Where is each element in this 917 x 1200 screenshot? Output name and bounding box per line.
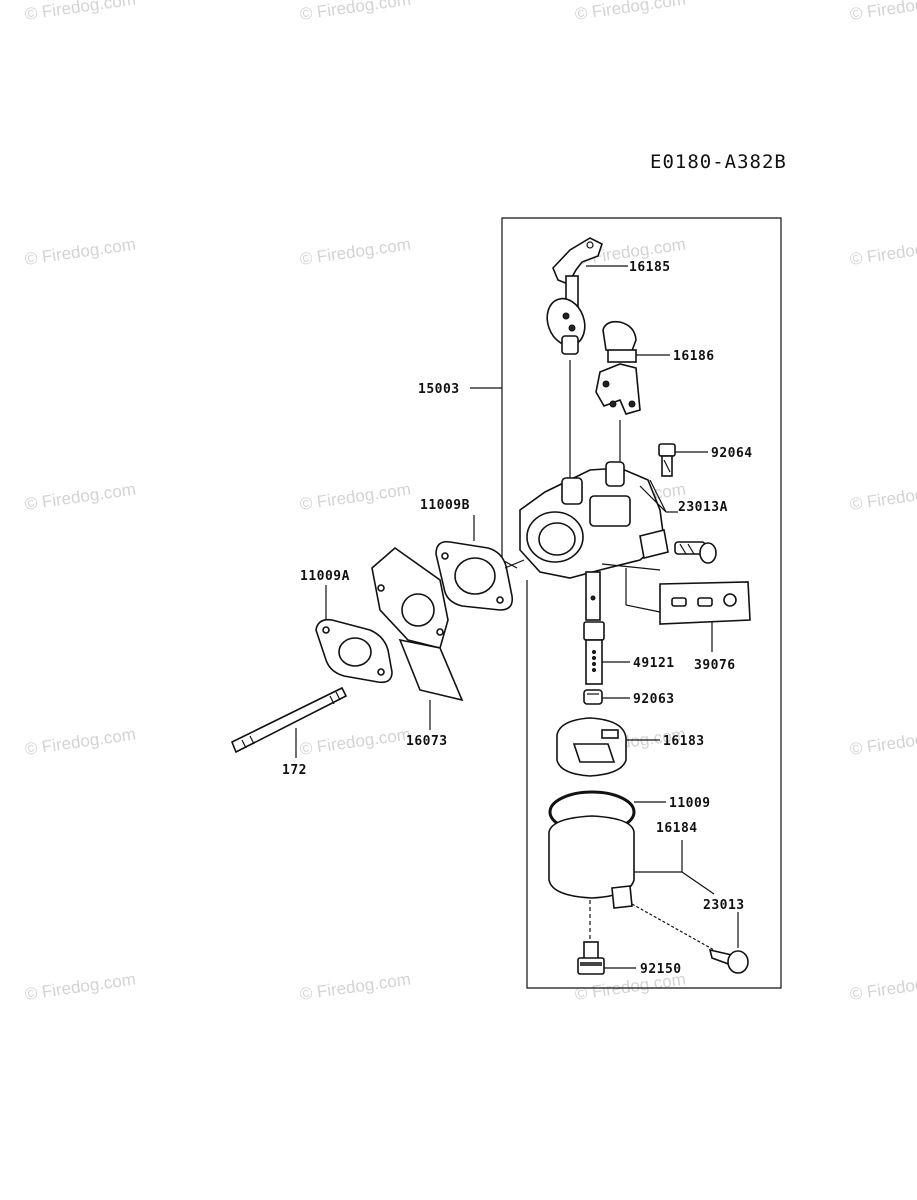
part-92150-drawing[interactable]	[577, 900, 636, 975]
part-11009B-gasket[interactable]	[435, 515, 525, 611]
label-16073: 16073	[406, 734, 448, 749]
label-39076: 39076	[694, 658, 736, 673]
part-16184-bowl[interactable]	[548, 815, 715, 909]
part-49121-drawing[interactable]	[583, 621, 630, 685]
label-172: 172	[282, 763, 307, 778]
label-11009A: 11009A	[300, 569, 350, 584]
label-92063: 92063	[633, 692, 675, 707]
part-16183-float[interactable]	[556, 717, 660, 777]
part-92064-drawing[interactable]	[658, 443, 708, 477]
label-23013A: 23013A	[678, 500, 728, 515]
label-16186: 16186	[673, 349, 715, 364]
label-92064: 92064	[711, 446, 753, 461]
part-39076-kit[interactable]	[659, 581, 751, 652]
part-172-stud[interactable]	[230, 686, 348, 758]
diagram-code: E0180-A382B	[650, 151, 787, 173]
part-23013-drawing[interactable]	[631, 903, 749, 974]
part-16073-insulator[interactable]	[371, 546, 464, 730]
label-15003: 15003	[418, 382, 460, 397]
label-16185: 16185	[629, 260, 671, 275]
part-92063-drawing[interactable]	[583, 689, 630, 705]
label-92150: 92150	[640, 962, 682, 977]
label-11009B: 11009B	[420, 498, 470, 513]
part-11009A-gasket[interactable]	[315, 585, 393, 684]
part-16186-drawing[interactable]	[595, 320, 670, 415]
part-15003-carburetor-body[interactable]	[519, 360, 669, 621]
part-16185-drawing[interactable]	[541, 237, 628, 355]
label-11009: 11009	[669, 796, 711, 811]
part-23013A-drawing[interactable]	[639, 479, 717, 564]
label-49121: 49121	[633, 656, 675, 671]
label-16183: 16183	[663, 734, 705, 749]
label-16184: 16184	[656, 821, 698, 836]
label-23013: 23013	[703, 898, 745, 913]
